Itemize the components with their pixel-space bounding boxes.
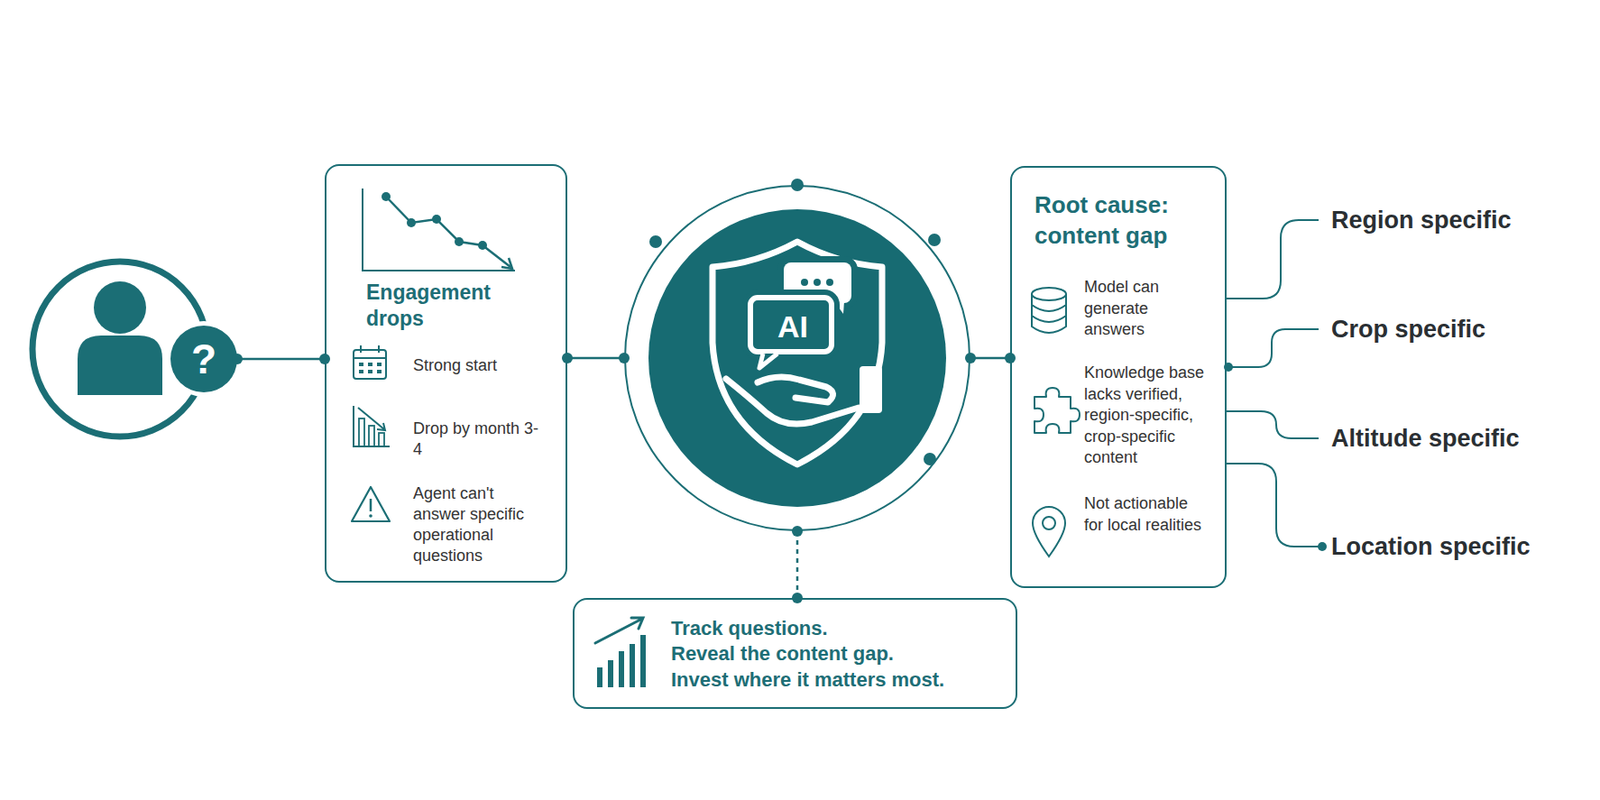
symptom-box: Engagement dropsStrong startDrop by mont… <box>324 164 568 583</box>
calendar-cell <box>377 369 382 374</box>
connector-dot <box>791 592 803 604</box>
hand-thumb <box>757 377 834 403</box>
pin-hole <box>1042 516 1056 530</box>
node-text: Model can generate answers <box>1084 276 1193 341</box>
node-text: Drop by month 3-4 <box>413 418 540 460</box>
hand-palm <box>726 378 859 424</box>
branch-label: Altitude specific <box>1331 423 1520 453</box>
drop-icon-arrow <box>358 407 386 431</box>
leader-line <box>1226 329 1319 368</box>
ring-dot <box>649 235 663 249</box>
leader-line <box>1226 220 1319 299</box>
ring-dot <box>928 233 941 247</box>
chart-point <box>478 240 488 250</box>
connector-line <box>237 358 325 361</box>
connector-dot <box>791 525 803 537</box>
connector <box>791 525 803 604</box>
warning-mark <box>369 498 373 512</box>
growth-bar <box>640 634 646 688</box>
connector-dot <box>965 352 976 364</box>
branch-label: Location specific <box>1331 532 1531 561</box>
database-icon <box>1031 287 1067 301</box>
warning-icon <box>351 487 390 522</box>
ai-circle: AI <box>624 184 971 532</box>
shield-outline <box>712 241 883 465</box>
root-cause-box: Root cause: content gapModel can generat… <box>1010 165 1227 589</box>
growth-bar <box>618 651 625 688</box>
drop-icon-bar <box>358 418 365 447</box>
node-text: Reveal the content gap. <box>671 641 1005 667</box>
connector-dot <box>231 353 243 365</box>
calendar-ring <box>359 345 362 353</box>
chat-dot <box>826 278 834 286</box>
user-body <box>77 335 163 396</box>
ai-disc <box>648 209 947 507</box>
node-heading: Engagement drops <box>366 279 520 332</box>
ai-bubble-tail <box>759 353 778 368</box>
connector <box>231 353 331 365</box>
warning-dot <box>368 514 373 518</box>
node-text: Invest where it matters most. <box>671 667 1005 693</box>
chart-point <box>381 192 391 202</box>
database-body <box>1031 294 1067 333</box>
ring-dot <box>923 452 937 466</box>
action-box: Track questions.Reveal the content gap.I… <box>572 597 1018 709</box>
chart-point <box>454 237 464 247</box>
node-text: Not actionable for local realities <box>1084 493 1209 536</box>
connector <box>965 352 1016 364</box>
calendar-cell <box>377 362 382 367</box>
connector-line <box>970 357 1011 360</box>
node-text: Knowledge base lacks verified, region-sp… <box>1084 362 1224 469</box>
connector-line <box>796 531 800 598</box>
hand-cuff <box>859 366 883 414</box>
calendar-cell <box>367 369 373 374</box>
chart-axes <box>362 188 515 271</box>
leader-dot <box>1317 542 1327 552</box>
calendar-cell <box>367 362 373 367</box>
branch-label: Region specific <box>1331 205 1512 235</box>
node-heading: ? <box>170 325 238 393</box>
node-heading: Track questions. <box>671 616 1005 642</box>
connector-dot <box>561 352 573 364</box>
calendar-ring <box>377 345 380 353</box>
chart-line <box>386 196 511 267</box>
drop-icon-bar <box>378 432 385 447</box>
connector-line <box>567 357 625 360</box>
chat-dot <box>813 278 821 286</box>
puzzle-icon <box>1034 387 1080 433</box>
connector <box>561 352 630 364</box>
growth-bar <box>629 643 635 688</box>
growth-arrow <box>595 617 644 644</box>
node-text: Strong start <box>413 355 540 377</box>
connector-dot <box>1004 352 1016 364</box>
pin-icon <box>1032 506 1066 557</box>
drop-icon-axes <box>353 405 390 447</box>
leader-line <box>1226 463 1319 547</box>
chat-dot <box>800 278 809 286</box>
calendar-cell <box>358 362 364 367</box>
connector-dot <box>319 353 331 365</box>
calendar-cell <box>358 369 364 374</box>
calendar-bar <box>353 357 387 359</box>
growth-bar <box>597 667 603 688</box>
growth-bar <box>607 660 614 688</box>
chart-point <box>406 218 416 228</box>
chart-arrowhead <box>501 257 513 269</box>
leader-line <box>1226 411 1319 439</box>
question-badge: ? <box>170 325 238 393</box>
calendar-icon <box>353 349 387 379</box>
chart-point <box>432 214 442 224</box>
user-head <box>93 281 147 334</box>
connector-dot <box>618 352 630 364</box>
node-heading: Root cause: content gap <box>1034 189 1215 251</box>
drop-icon-bar <box>368 425 375 447</box>
node-text: Agent can't answer specific operational … <box>413 483 540 567</box>
node-heading: AI <box>747 308 838 345</box>
branch-label: Crop specific <box>1331 314 1486 344</box>
